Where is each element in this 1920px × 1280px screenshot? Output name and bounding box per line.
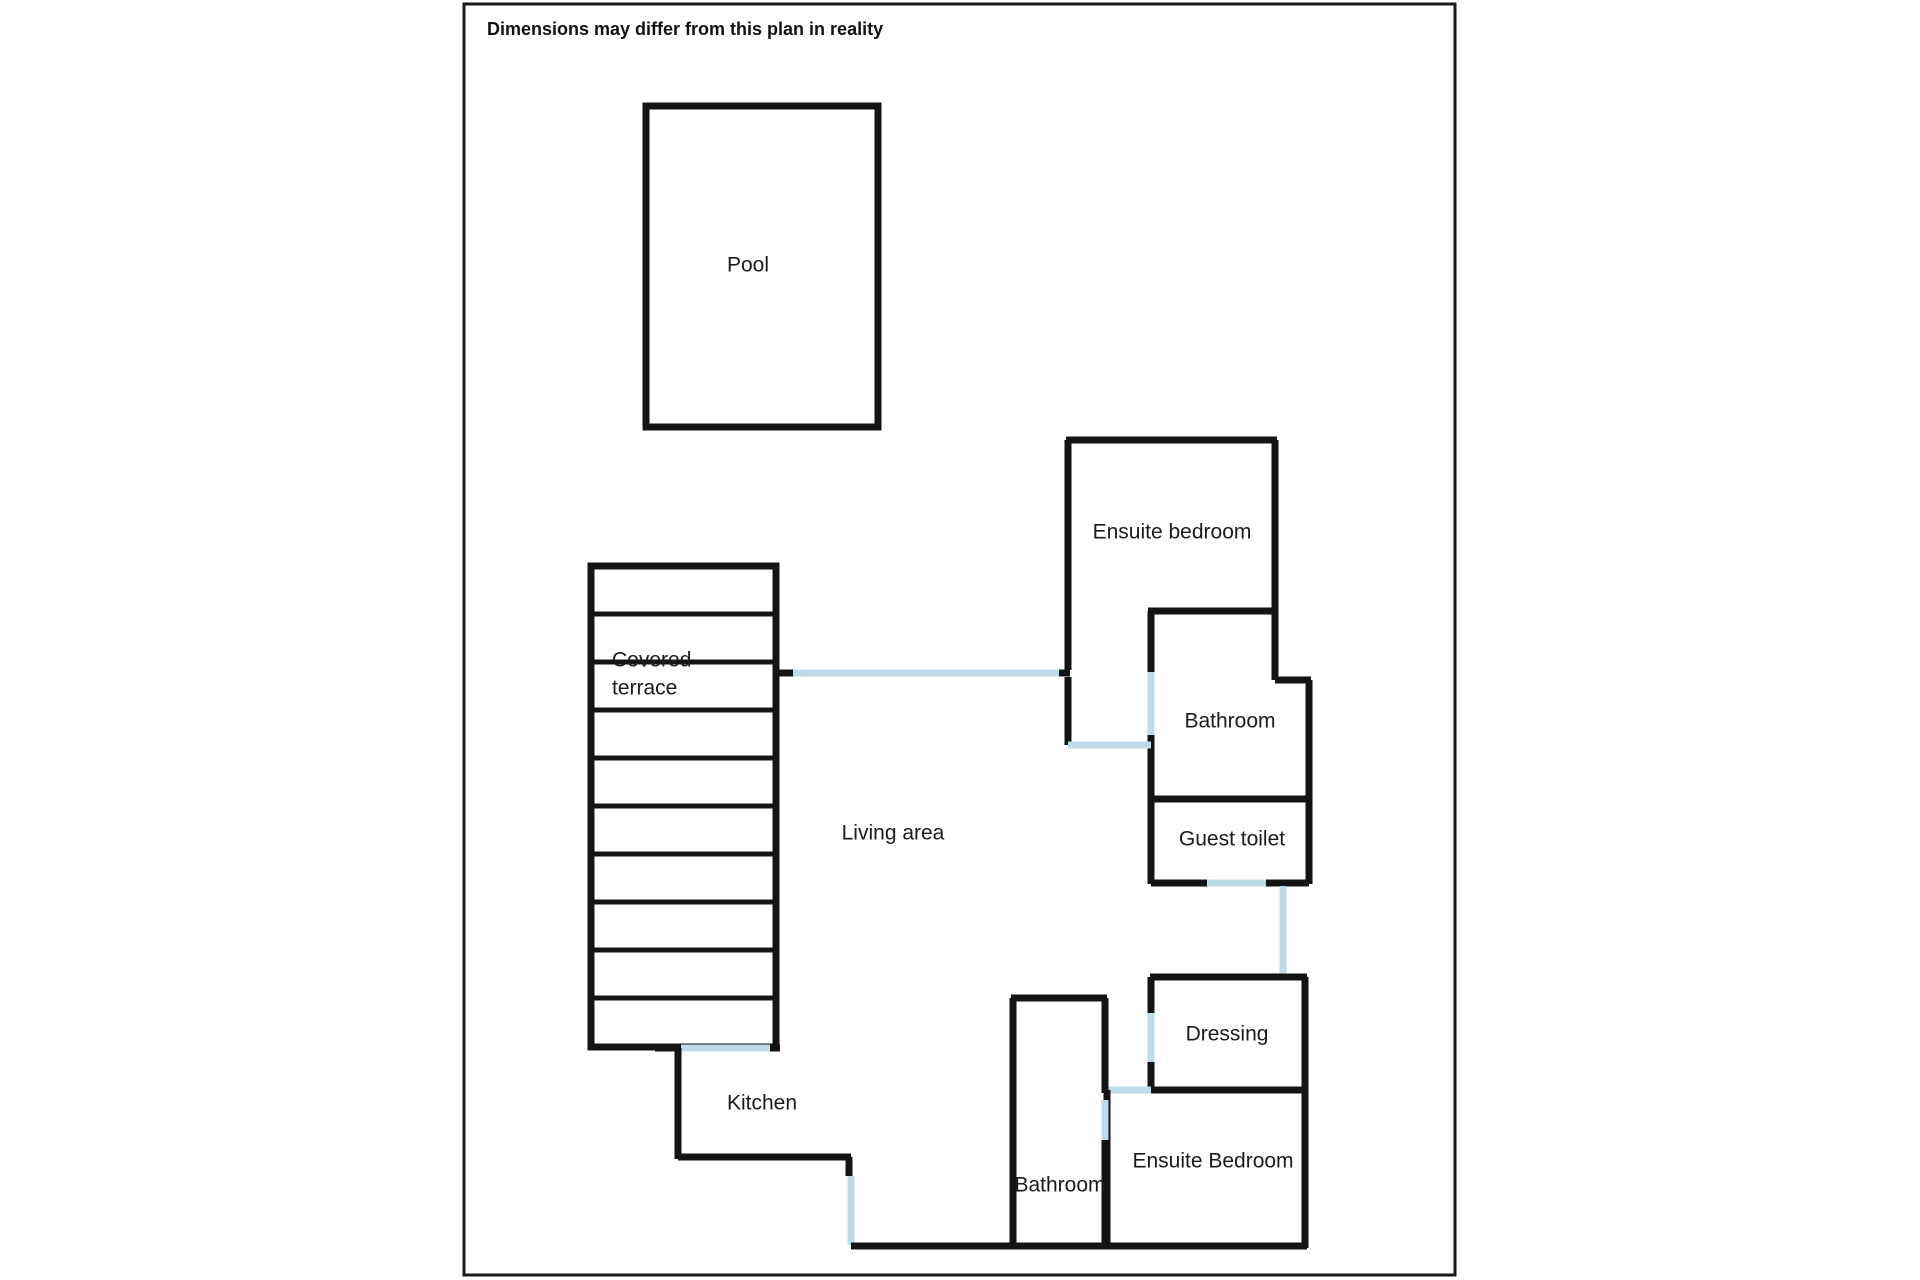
covered-terrace-label-line1: Covered [612, 649, 691, 672]
room-bathroom-upper: Bathroom [1147, 611, 1313, 803]
living-area-label: Living area [842, 822, 945, 845]
room-living-area: Living area [842, 822, 945, 845]
ensuite-bedroom-upper-label: Ensuite bedroom [1093, 521, 1252, 544]
ensuite-bedroom-lower-label: Ensuite Bedroom [1132, 1150, 1293, 1173]
kitchen-label: Kitchen [727, 1092, 797, 1115]
dressing-label: Dressing [1186, 1023, 1269, 1046]
bathroom-lower-label: Bathroom [1014, 1174, 1105, 1197]
room-kitchen: Kitchen [655, 1044, 853, 1176]
covered-terrace-label-line2: terrace [612, 677, 677, 700]
bathroom-upper-label: Bathroom [1184, 710, 1275, 733]
pool-outline [642, 102, 882, 431]
plan-disclaimer-text: Dimensions may differ from this plan in … [487, 19, 883, 39]
pool-label: Pool [727, 254, 769, 277]
guest-toilet-label: Guest toilet [1179, 828, 1285, 851]
room-ensuite-bedroom-upper: Ensuite bedroom [1064, 436, 1279, 749]
room-pool: Pool [642, 102, 882, 431]
room-dressing: Dressing [1147, 973, 1309, 1094]
room-guest-toilet: Guest toilet [1147, 799, 1313, 887]
room-bathroom-lower: Bathroom [1009, 994, 1109, 1250]
page-border [462, 2, 1457, 1277]
